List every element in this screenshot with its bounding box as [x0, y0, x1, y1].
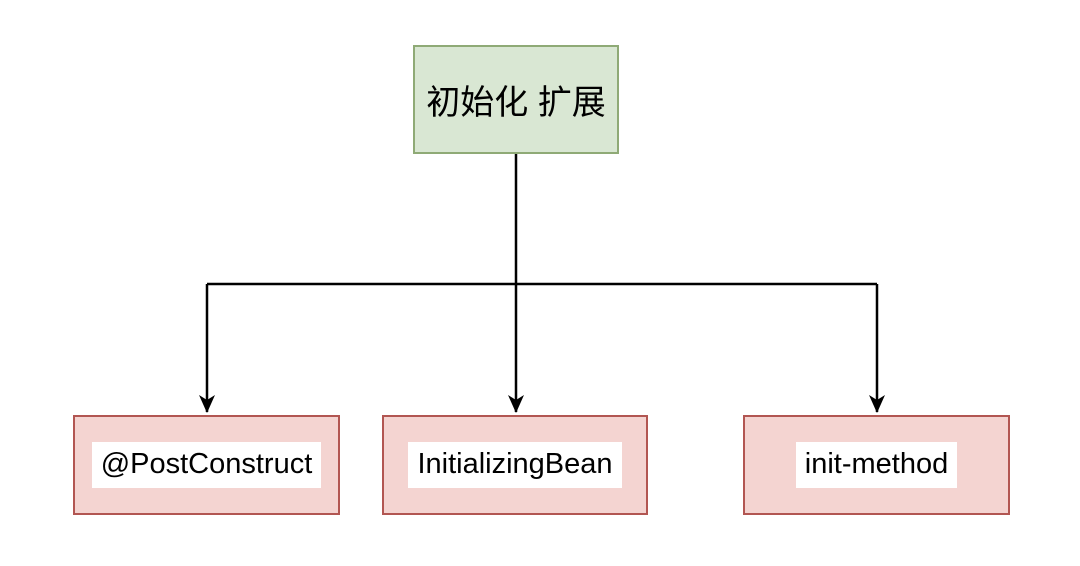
node-postconstruct: @PostConstruct	[73, 415, 340, 515]
node-init-method-label: init-method	[795, 442, 958, 488]
node-initializingbean-label: InitializingBean	[408, 442, 622, 488]
node-postconstruct-label: @PostConstruct	[91, 442, 322, 488]
node-init-method: init-method	[743, 415, 1010, 515]
node-init-extension: 初始化 扩展	[413, 45, 619, 154]
node-init-extension-label: 初始化 扩展	[426, 84, 606, 122]
node-initializingbean: InitializingBean	[382, 415, 648, 515]
